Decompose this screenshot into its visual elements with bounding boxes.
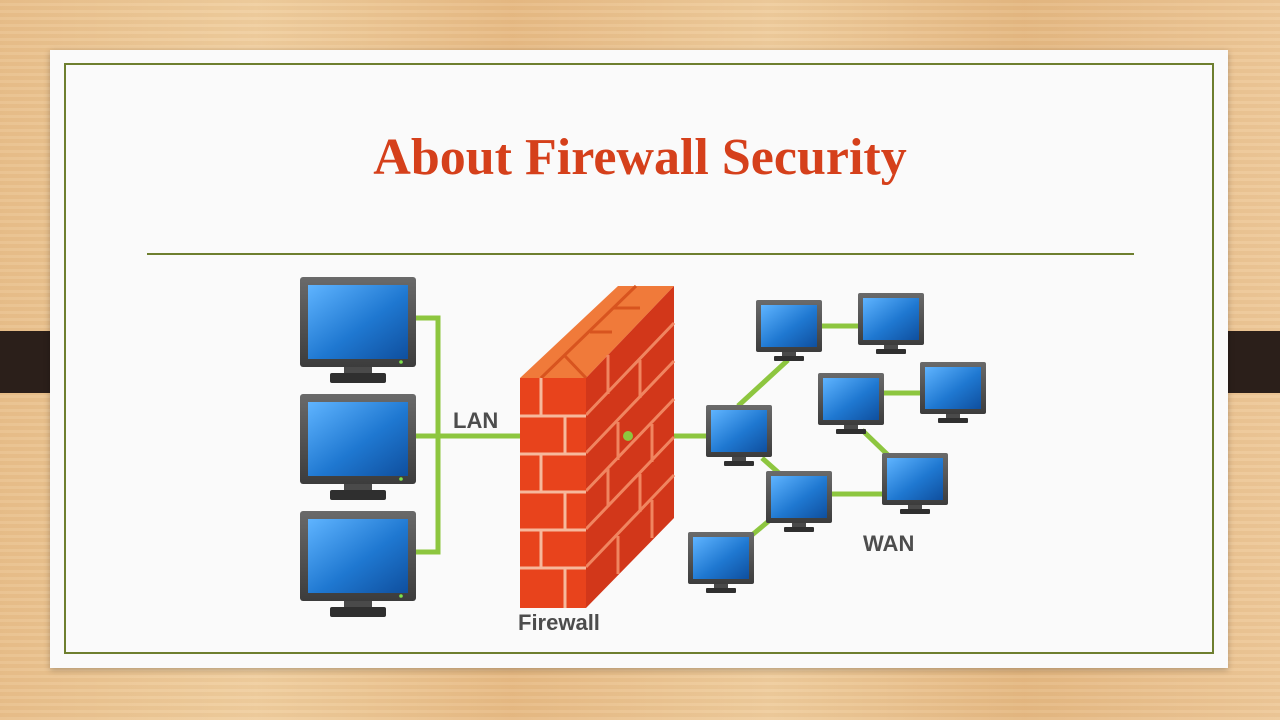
firewall-wall-icon <box>520 284 676 608</box>
lan-wiring <box>416 315 520 555</box>
title-divider <box>147 253 1134 255</box>
wan-monitor-4 <box>920 362 986 423</box>
lan-label: LAN <box>453 408 498 433</box>
wan-label: WAN <box>863 531 914 556</box>
wan-monitor-1 <box>756 300 822 361</box>
lan-monitor-1 <box>300 277 416 383</box>
lan-monitor-3 <box>300 511 416 617</box>
wan-monitor-3 <box>818 373 884 434</box>
slide-title: About Firewall Security <box>373 129 907 186</box>
wan-monitor-7 <box>766 471 832 532</box>
wan-monitor-5 <box>706 405 772 466</box>
wan-monitor-8 <box>688 532 754 593</box>
wan-monitor-6 <box>882 453 948 514</box>
wan-monitor-2 <box>858 293 924 354</box>
firewall-label: Firewall <box>518 610 600 635</box>
lan-monitor-2 <box>300 394 416 500</box>
slide-frame <box>64 63 1214 654</box>
